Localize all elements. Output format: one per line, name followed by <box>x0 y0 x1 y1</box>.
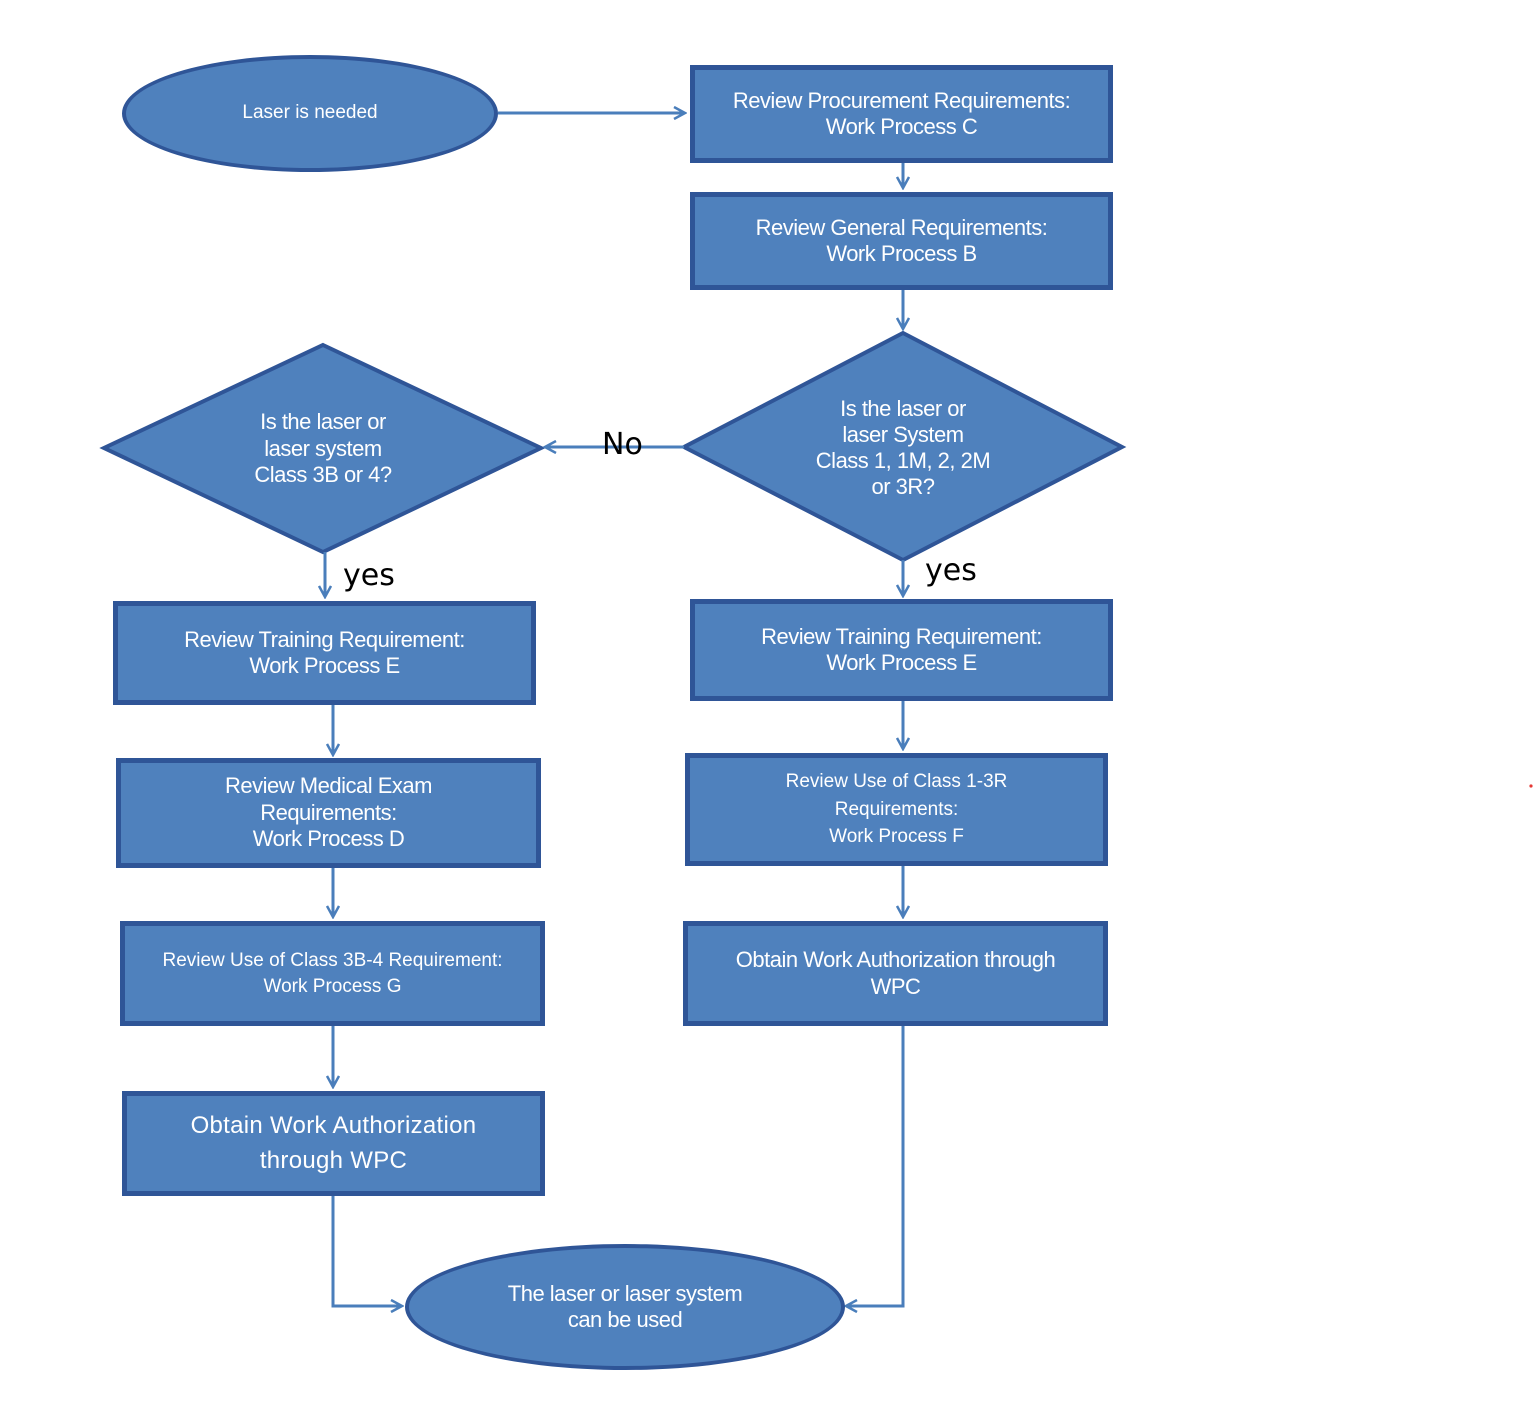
left-training-line-1: Review Training Requirement: <box>184 626 465 652</box>
edge-label-yes-right: yes <box>925 553 977 588</box>
left-medical-line-1: Review Medical Exam <box>225 773 432 799</box>
start-node: Laser is needed <box>122 55 498 172</box>
connectors <box>325 113 903 1306</box>
end-node: The laser or laser system can be used <box>405 1244 845 1370</box>
edge-label-yes-left: yes <box>343 558 395 593</box>
right-training-requirement-box: Review Training Requirement: Work Proces… <box>690 599 1113 701</box>
decision-low-line-2: laser System <box>842 422 964 448</box>
right-authorization-line-1: Obtain Work Authorization through <box>735 947 1056 973</box>
left-use-line-2: Work Process G <box>263 975 402 997</box>
left-training-requirement-box: Review Training Requirement: Work Proces… <box>113 601 536 705</box>
decision-low-line-4: or 3R? <box>871 473 935 499</box>
decision-class-high-shape <box>99 342 546 555</box>
general-line-1: Review General Requirements: <box>755 214 1048 240</box>
left-medical-exam-box: Review Medical Exam Requirements: Work P… <box>116 758 541 868</box>
decision-high-line-3: Class 3B or 4? <box>254 462 392 488</box>
edge-label-no: No <box>602 427 643 462</box>
end-line-2: can be used <box>567 1307 683 1332</box>
left-use-class-3b-4-box: Review Use of Class 3B-4 Requirement: Wo… <box>120 921 545 1026</box>
right-use-line-2: Requirements: <box>834 798 959 820</box>
decision-high-line-2: laser system <box>264 435 382 461</box>
left-work-authorization-box: Obtain Work Authorization through WPC <box>122 1091 545 1196</box>
decision-high-line-1: Is the laser or <box>260 409 386 435</box>
procurement-line-2: Work Process C <box>825 114 978 139</box>
connector-right-authorization-to-end <box>846 1025 905 1306</box>
decision-class-low: Is the laser or laser System Class 1, 1M… <box>764 392 1042 504</box>
right-use-line-3: Work Process F <box>829 826 964 848</box>
general-line-2: Work Process B <box>826 241 977 266</box>
right-authorization-line-2: WPC <box>870 973 921 999</box>
start-node-line: Laser is needed <box>242 102 378 124</box>
left-authorization-line-1: Obtain Work Authorization <box>190 1111 477 1139</box>
right-use-line-1: Review Use of Class 1-3R <box>785 771 1008 793</box>
right-use-class-1-3r-box: Review Use of Class 1-3R Requirements: W… <box>685 753 1108 866</box>
general-requirements-box: Review General Requirements: Work Proces… <box>690 192 1113 290</box>
left-training-line-2: Work Process E <box>249 653 400 678</box>
right-training-line-2: Work Process E <box>826 650 977 675</box>
procurement-requirements-box: Review Procurement Requirements: Work Pr… <box>690 65 1113 163</box>
left-use-line-1: Review Use of Class 3B-4 Requirement: <box>162 949 503 971</box>
end-line-1: The laser or laser system <box>507 1280 743 1306</box>
decision-class-high: Is the laser or laser system Class 3B or… <box>194 404 452 494</box>
decision-low-line-1: Is the laser or <box>840 396 966 422</box>
right-training-line-1: Review Training Requirement: <box>761 623 1042 649</box>
left-medical-line-2: Requirements: <box>260 799 397 825</box>
decision-low-line-3: Class 1, 1M, 2, 2M <box>815 448 991 473</box>
left-authorization-line-2: through WPC <box>259 1146 408 1174</box>
connector-left-authorization-to-end <box>331 1195 402 1306</box>
procurement-line-1: Review Procurement Requirements: <box>732 87 1071 113</box>
left-medical-line-3: Work Process D <box>252 826 405 852</box>
right-work-authorization-box: Obtain Work Authorization through WPC <box>683 921 1108 1026</box>
stray-dot <box>1529 784 1533 788</box>
